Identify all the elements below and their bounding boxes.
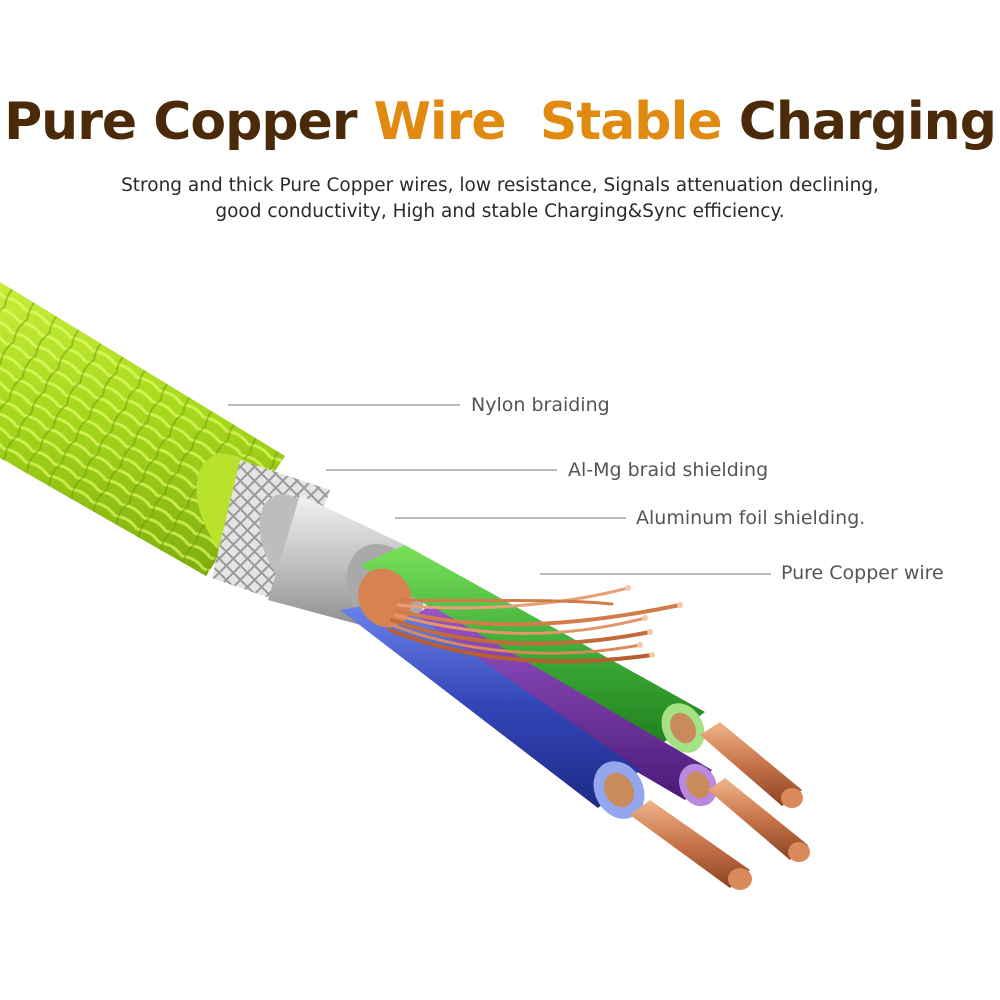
pure-copper-strands bbox=[358, 568, 683, 664]
subtitle-line-2: good conductivity, High and stable Charg… bbox=[215, 201, 785, 222]
callout-label-aluminum-foil-shielding: Aluminum foil shielding. bbox=[636, 507, 866, 529]
copper-bundle-blue bbox=[630, 800, 752, 890]
headline-word-wire: Wire bbox=[373, 92, 507, 152]
subtitle-line-1: Strong and thick Pure Copper wires, low … bbox=[121, 175, 879, 196]
callout-label-almg-braid-shielding: Al-Mg braid shielding bbox=[568, 459, 769, 481]
callout-label-nylon-braiding: Nylon braiding bbox=[471, 394, 610, 416]
callout-label-pure-copper-wire: Pure Copper wire bbox=[781, 562, 944, 584]
headline-word-stable: Stable bbox=[539, 92, 723, 152]
headline-word-copper: Copper bbox=[153, 92, 357, 152]
headline-word-pure: Pure bbox=[4, 92, 137, 152]
copper-bundle-green bbox=[700, 722, 803, 808]
headline: Pure Copper Wire Stable Charging bbox=[0, 96, 1000, 148]
copper-bundle-purple bbox=[708, 778, 810, 862]
blue-wire bbox=[340, 600, 645, 819]
headline-word-charging: Charging bbox=[738, 92, 997, 152]
